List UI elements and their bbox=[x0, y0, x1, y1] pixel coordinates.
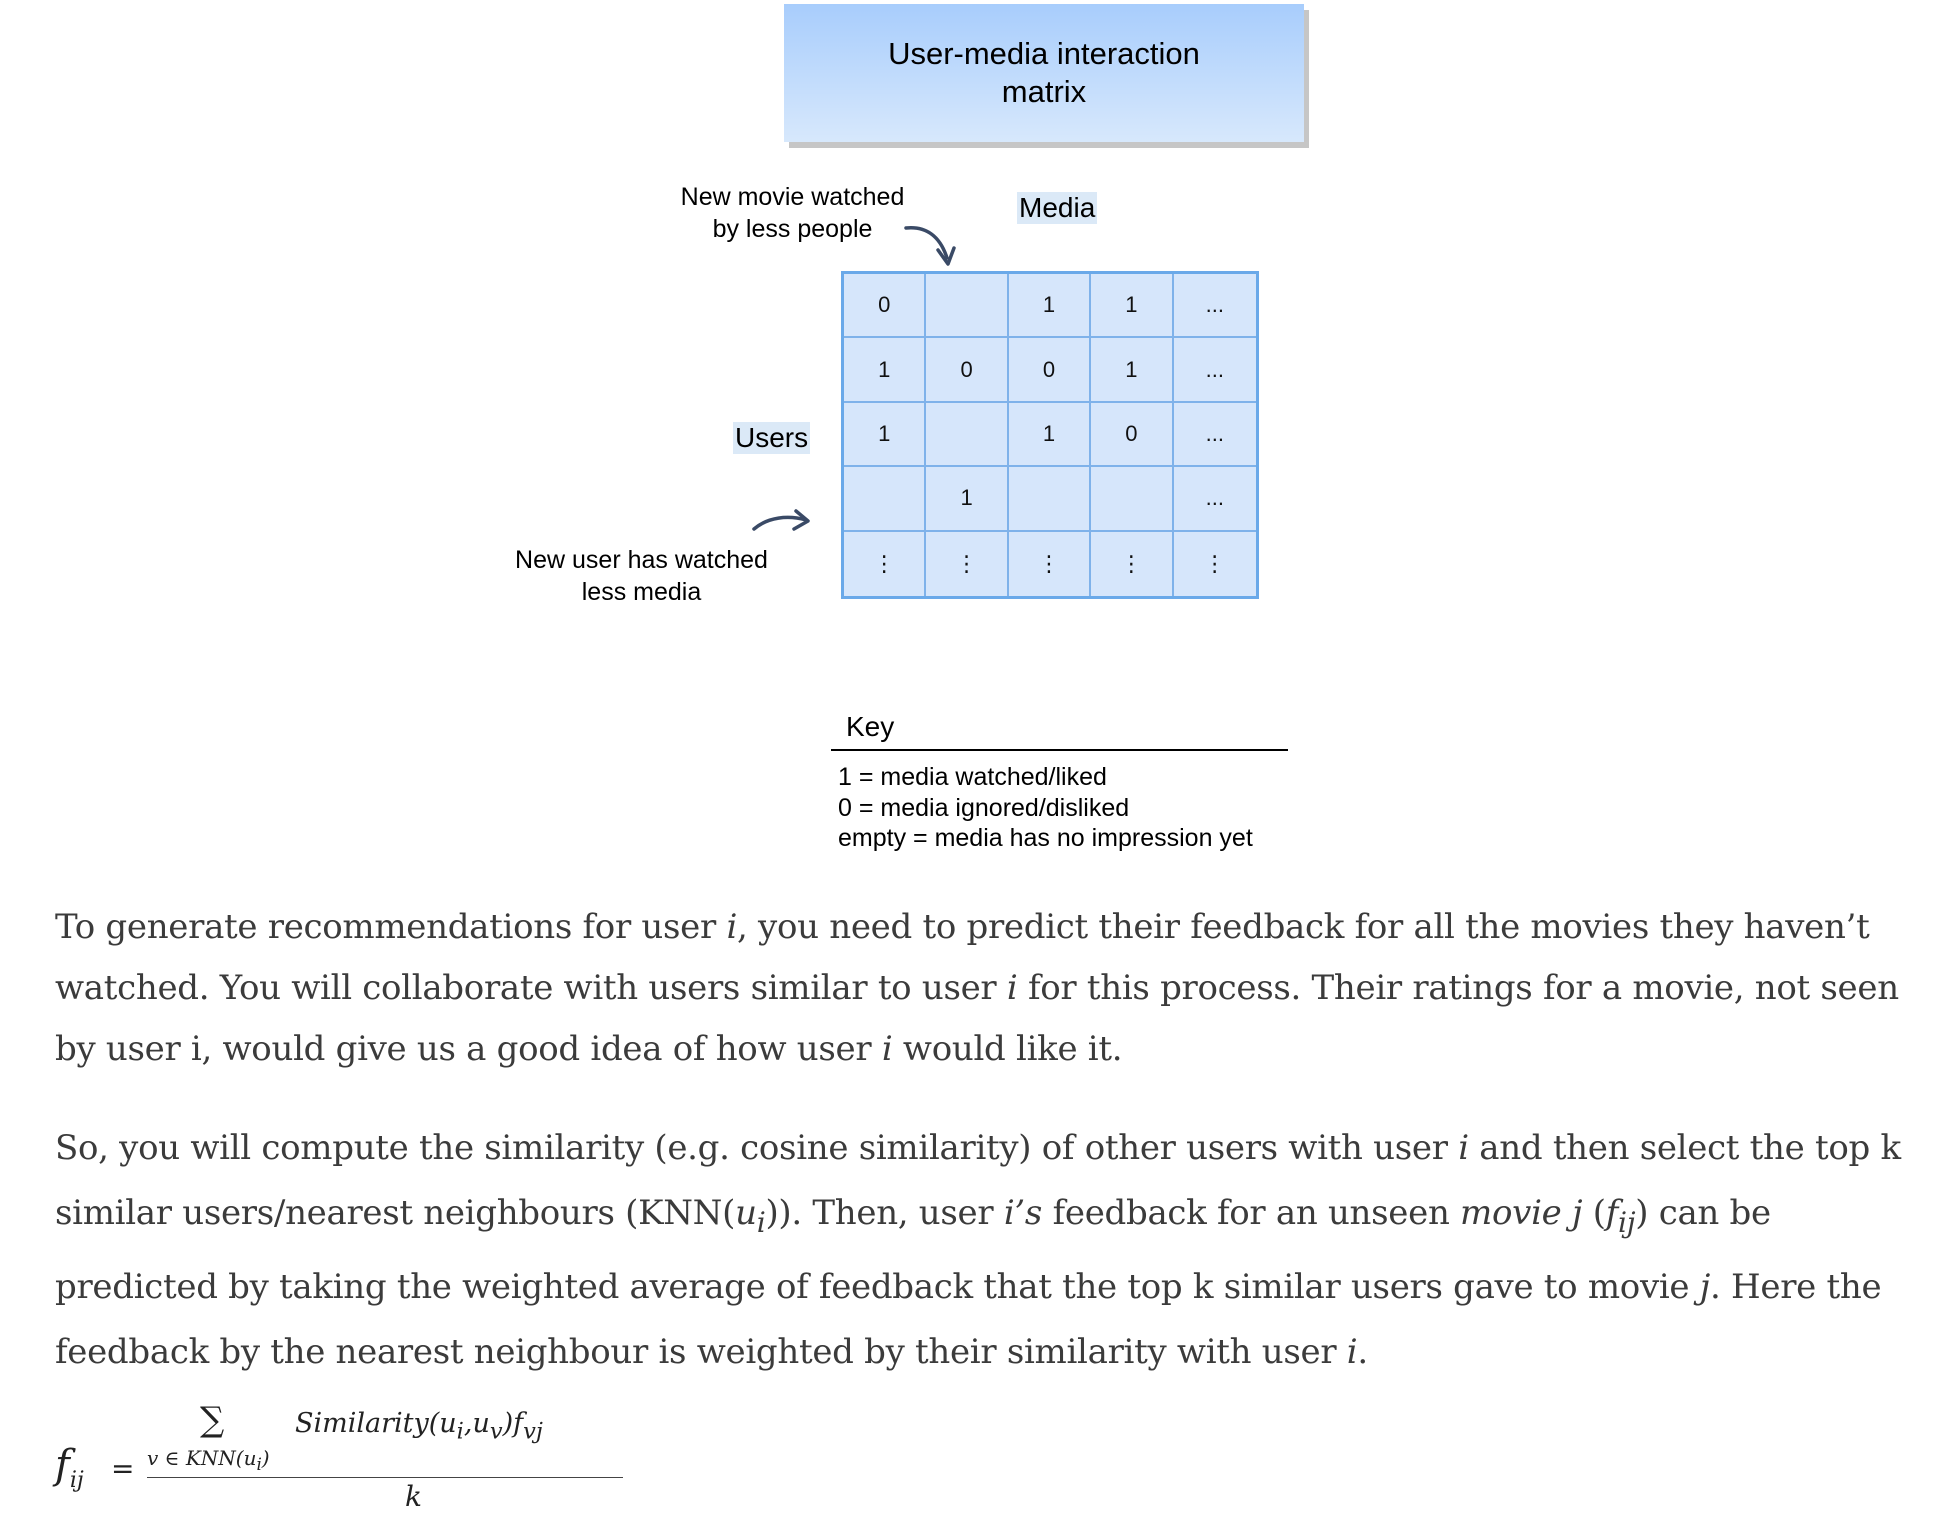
diagram-title: User-media interaction matrix bbox=[784, 4, 1304, 142]
key-list: 1 = media watched/liked 0 = media ignore… bbox=[830, 762, 1330, 856]
new-user-note: New user has watched less media bbox=[515, 546, 768, 606]
formula-sum-index: v ∈ KNN(ui) bbox=[147, 1446, 270, 1474]
paragraph-2: So, you will compute the similarity (e.g… bbox=[55, 1128, 1901, 1372]
formula-equals: = bbox=[111, 1452, 135, 1485]
matrix-cell: ... bbox=[1173, 274, 1256, 339]
matrix-cell: 1 bbox=[1008, 402, 1092, 468]
matrix-cell: 1 bbox=[926, 467, 1009, 532]
matrix-cell: 1 bbox=[1091, 338, 1174, 403]
matrix-cell: ... bbox=[1173, 403, 1256, 468]
users-axis-label: Users bbox=[733, 422, 811, 454]
matrix-cell bbox=[844, 467, 927, 532]
formula-sigma: ∑ bbox=[200, 1400, 225, 1440]
matrix-cell: ⋮ bbox=[1009, 531, 1092, 596]
key-item: 1 = media watched/liked bbox=[838, 763, 1107, 791]
new-user-arrow-icon bbox=[752, 509, 810, 531]
key-item: 0 = media ignored/disliked bbox=[838, 794, 1130, 822]
formula-lhs: fij bbox=[55, 1442, 84, 1493]
new-movie-note: New movie watched by less people bbox=[680, 183, 905, 243]
matrix-cell: 0 bbox=[1008, 338, 1092, 403]
matrix-cell bbox=[1008, 467, 1092, 532]
matrix-cell: 0 bbox=[926, 338, 1009, 403]
paragraph-1: To generate recommendations for user i, … bbox=[55, 907, 1899, 1069]
matrix-cell bbox=[926, 274, 1009, 339]
key-title: Key bbox=[846, 711, 895, 742]
media-axis-label: Media bbox=[1017, 192, 1098, 224]
matrix-cell: ... bbox=[1173, 338, 1256, 403]
matrix-cell: ... bbox=[1173, 467, 1256, 532]
matrix-cell bbox=[926, 402, 1009, 468]
formula-fraction-bar bbox=[147, 1477, 623, 1478]
key-item: empty = media has no impression yet bbox=[838, 824, 1253, 852]
new-movie-arrow-icon bbox=[904, 226, 956, 266]
matrix-cell: ⋮ bbox=[926, 531, 1009, 596]
matrix-cell: 1 bbox=[844, 338, 927, 403]
matrix-cell: ⋮ bbox=[1203, 550, 1226, 576]
matrix-cell: 0 bbox=[1091, 402, 1174, 468]
prediction-formula: fij = ∑ v ∈ KNN(ui) Similarity(ui,uv)fvj… bbox=[55, 1400, 623, 1516]
matrix-cell: 0 bbox=[844, 274, 927, 339]
formula-denominator: k bbox=[405, 1480, 422, 1513]
matrix-cell: 1 bbox=[1008, 274, 1092, 339]
matrix-cell: ⋮ bbox=[844, 531, 927, 596]
matrix-cell bbox=[1091, 467, 1174, 532]
matrix-cell: 1 bbox=[844, 402, 927, 468]
matrix-cell: 1 bbox=[1091, 274, 1174, 339]
key-divider bbox=[831, 749, 1288, 751]
formula-numerator: Similarity(ui,uv)fvj bbox=[295, 1408, 543, 1445]
matrix-cell: ⋮ bbox=[1091, 531, 1174, 596]
